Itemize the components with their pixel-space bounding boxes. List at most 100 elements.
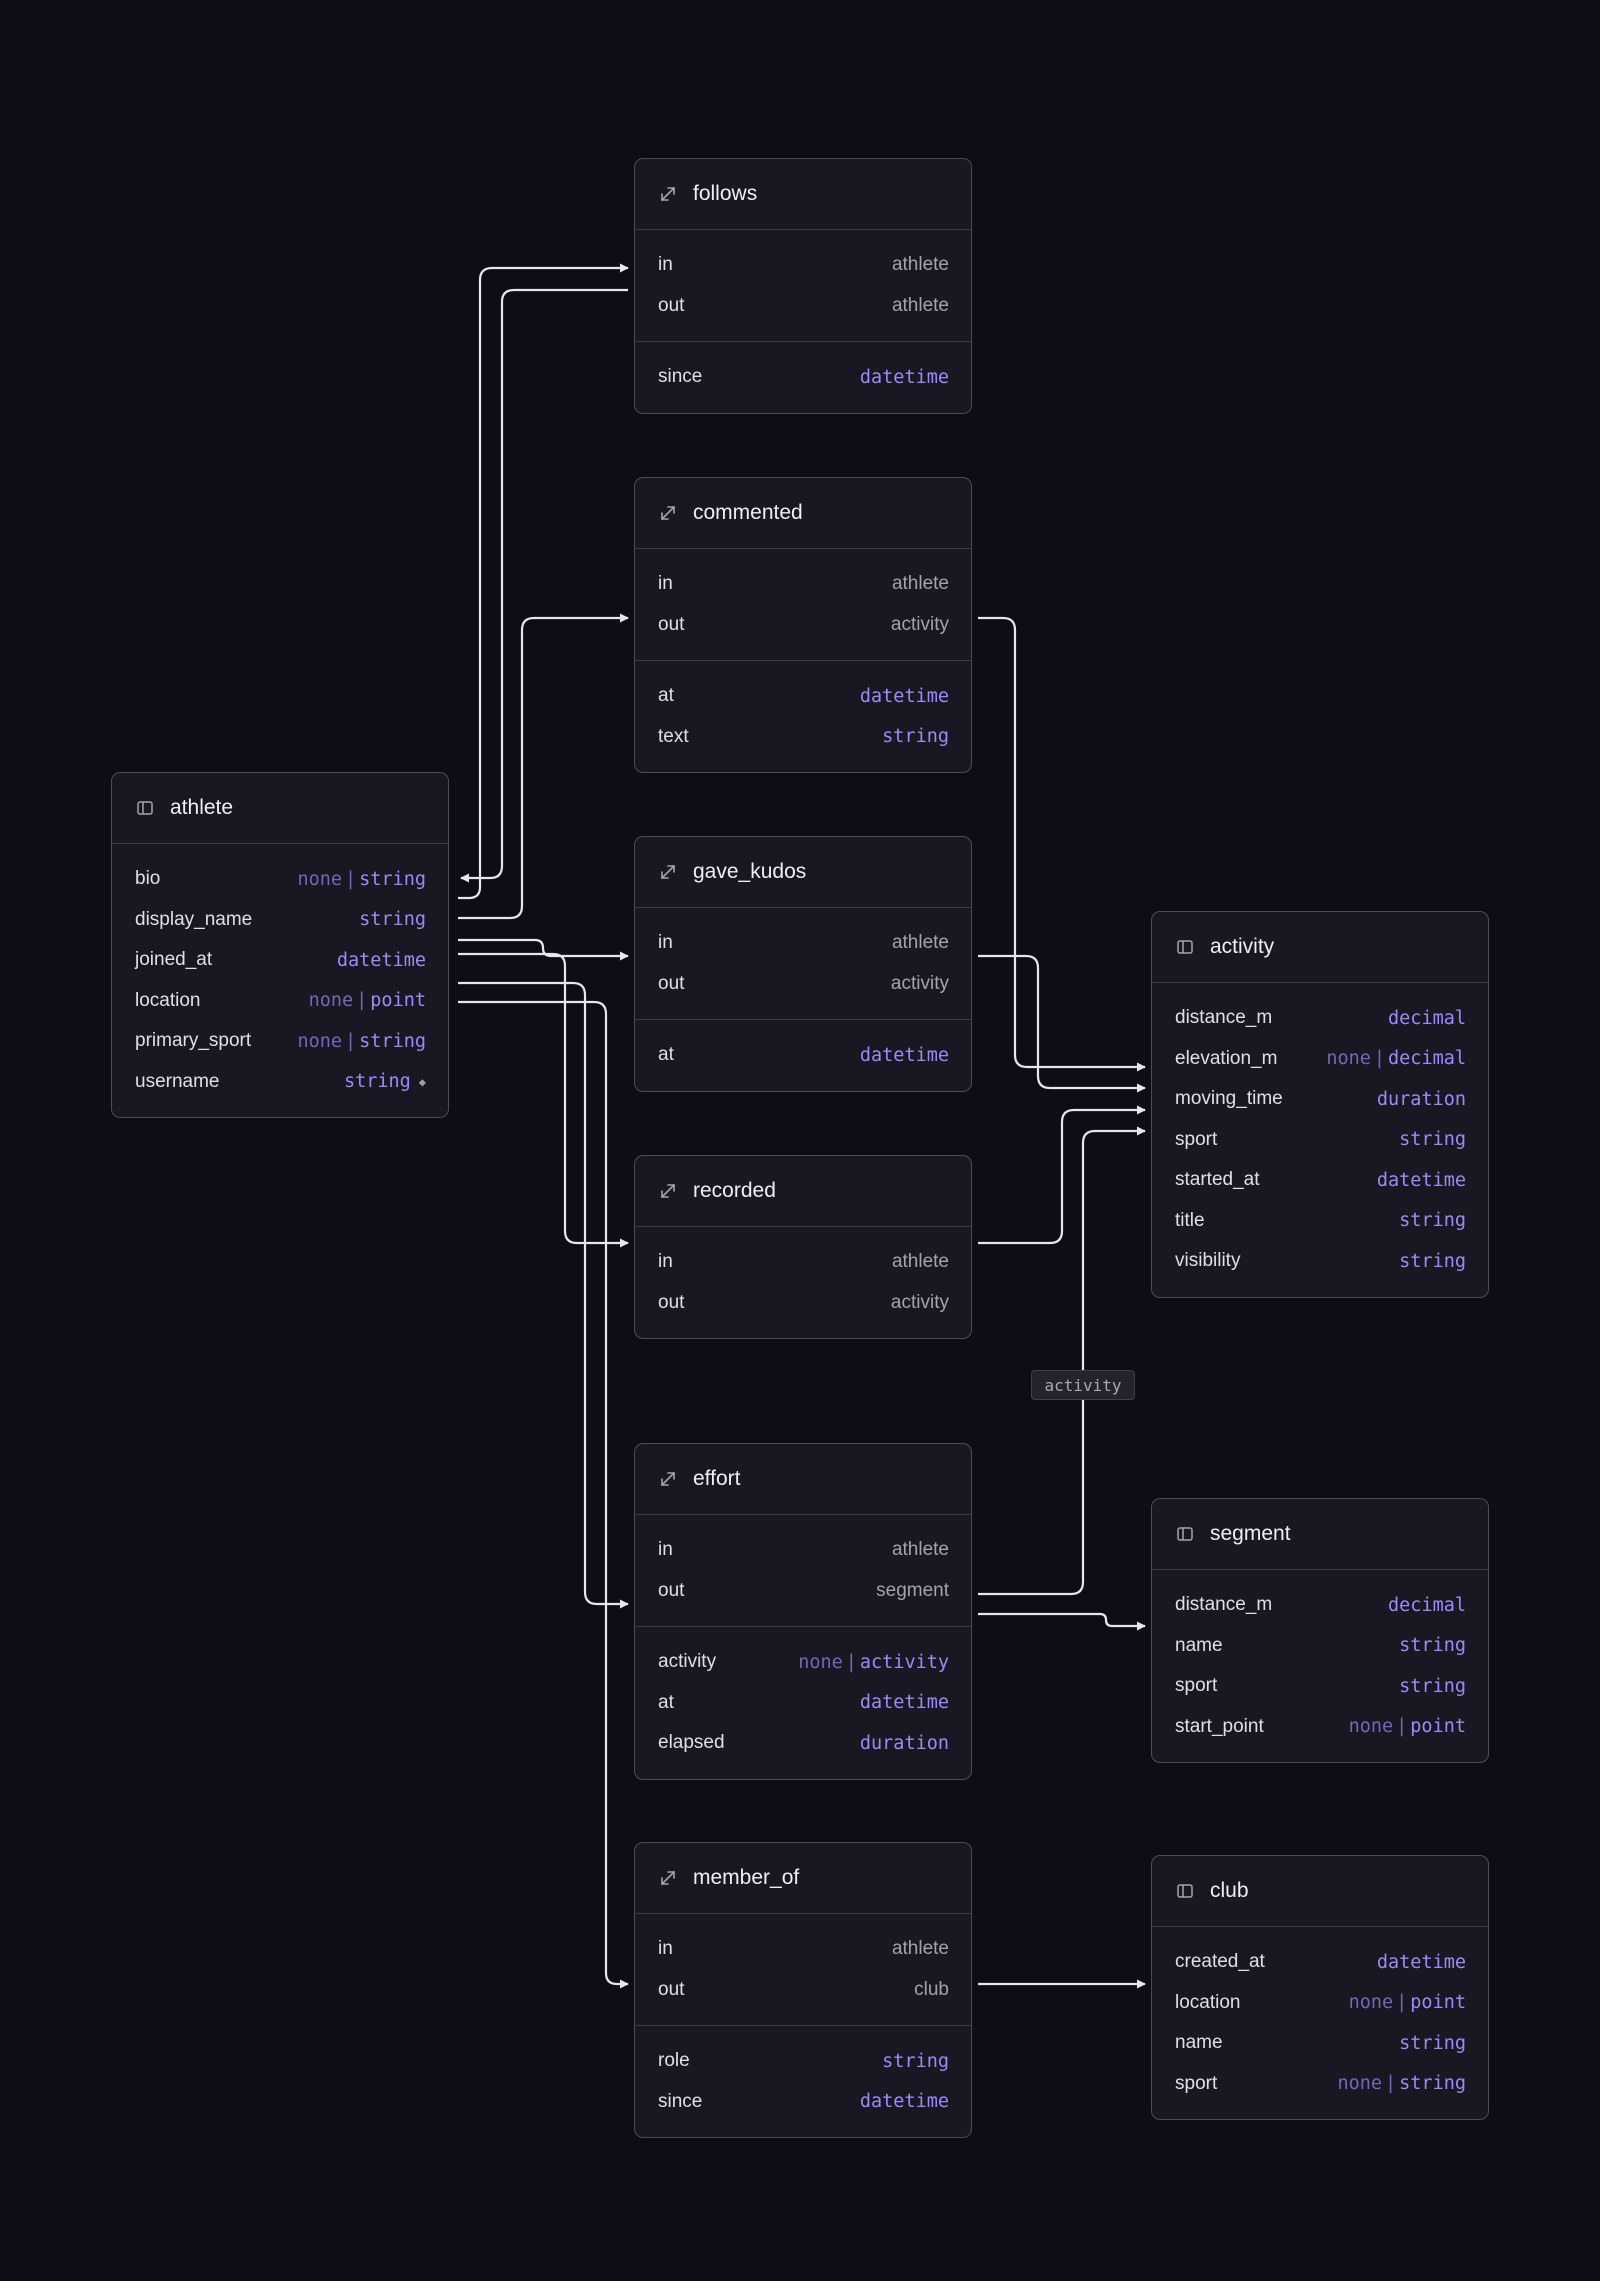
node-header[interactable]: effort	[635, 1444, 971, 1514]
type-none: none	[297, 1030, 343, 1052]
field-name: name	[1175, 1634, 1223, 1656]
field-name: out	[658, 1579, 685, 1601]
field-ref: athlete	[891, 1938, 949, 1960]
type-name: decimal	[1388, 1007, 1466, 1029]
field-name: distance_m	[1175, 1007, 1273, 1029]
edge-member-of-in-athlete	[458, 1000, 629, 1989]
field-type: datetime	[860, 686, 949, 707]
field-name: in	[658, 1251, 673, 1273]
type-name: datetime	[859, 1692, 949, 1714]
node-title: member_of	[693, 1866, 800, 1889]
node-header[interactable]: gave_kudos	[635, 837, 971, 907]
table-icon	[1176, 938, 1194, 956]
field-type: none|string	[1337, 2073, 1466, 2094]
edge-follows-out-athlete	[460, 288, 628, 883]
type-none: none	[798, 1651, 843, 1673]
type-name: datetime	[859, 366, 949, 388]
field-type: none|activity	[798, 1652, 949, 1673]
type-name: datetime	[1376, 1169, 1466, 1191]
field-name: at	[658, 1044, 674, 1066]
table-icon	[1176, 1882, 1194, 1900]
node-header[interactable]: athlete	[112, 773, 448, 843]
field-name: distance_m	[1175, 1594, 1273, 1616]
node-title: activity	[1210, 935, 1275, 958]
type-name: string	[1399, 2073, 1466, 2095]
field-name: sport	[1175, 2072, 1218, 2094]
field-name: activity	[658, 1651, 717, 1673]
field-name: display_name	[135, 908, 253, 930]
field-name: created_at	[1175, 1951, 1265, 1973]
field-name: moving_time	[1175, 1088, 1283, 1110]
type-name: string	[1399, 1250, 1466, 1272]
type-name: string	[1399, 1675, 1466, 1697]
field-ref: activity	[890, 1291, 949, 1313]
relation-arrows-icon	[659, 504, 677, 522]
node-header[interactable]: member_of	[635, 1843, 971, 1913]
type-separator: |	[345, 1030, 357, 1052]
relation-arrows-icon	[659, 1182, 677, 1200]
field-ref: athlete	[891, 294, 949, 316]
edge-recorded-out-activity	[978, 1105, 1146, 1245]
field-row: distance_m decimal	[1152, 998, 1488, 1039]
field-name: at	[658, 1691, 674, 1713]
field-name: in	[658, 1938, 673, 1960]
node-header[interactable]: activity	[1152, 912, 1488, 982]
edge-effort-activity-field	[978, 1126, 1146, 1596]
field-row: in athlete	[635, 1929, 971, 1970]
node-header[interactable]: follows	[635, 159, 971, 229]
node-header[interactable]: commented	[635, 478, 971, 548]
field-ref: activity	[890, 972, 949, 994]
node-header[interactable]: recorded	[635, 1156, 971, 1226]
field-type: datetime	[860, 367, 949, 388]
field-ref: activity	[890, 613, 949, 635]
type-none: none	[1337, 2073, 1383, 2095]
node-title: gave_kudos	[693, 860, 807, 883]
type-separator: |	[845, 1651, 857, 1673]
type-name: string	[882, 726, 949, 748]
field-type: none|point	[1349, 1716, 1466, 1737]
field-name: location	[1175, 1991, 1241, 2013]
type-none: none	[308, 990, 354, 1012]
field-name: out	[658, 1978, 685, 2000]
edge-follows-in-athlete	[458, 263, 629, 900]
field-name: text	[658, 725, 689, 747]
type-name: string	[359, 868, 426, 890]
field-name: in	[658, 573, 673, 595]
node-title: segment	[1210, 1522, 1291, 1545]
field-name: name	[1175, 2032, 1223, 2054]
field-name: title	[1175, 1209, 1205, 1231]
type-name: point	[1410, 1716, 1466, 1738]
type-name: string	[359, 1030, 426, 1052]
node-header[interactable]: club	[1152, 1856, 1488, 1926]
node-header[interactable]: segment	[1152, 1499, 1488, 1569]
field-type: datetime	[1377, 1952, 1466, 1973]
